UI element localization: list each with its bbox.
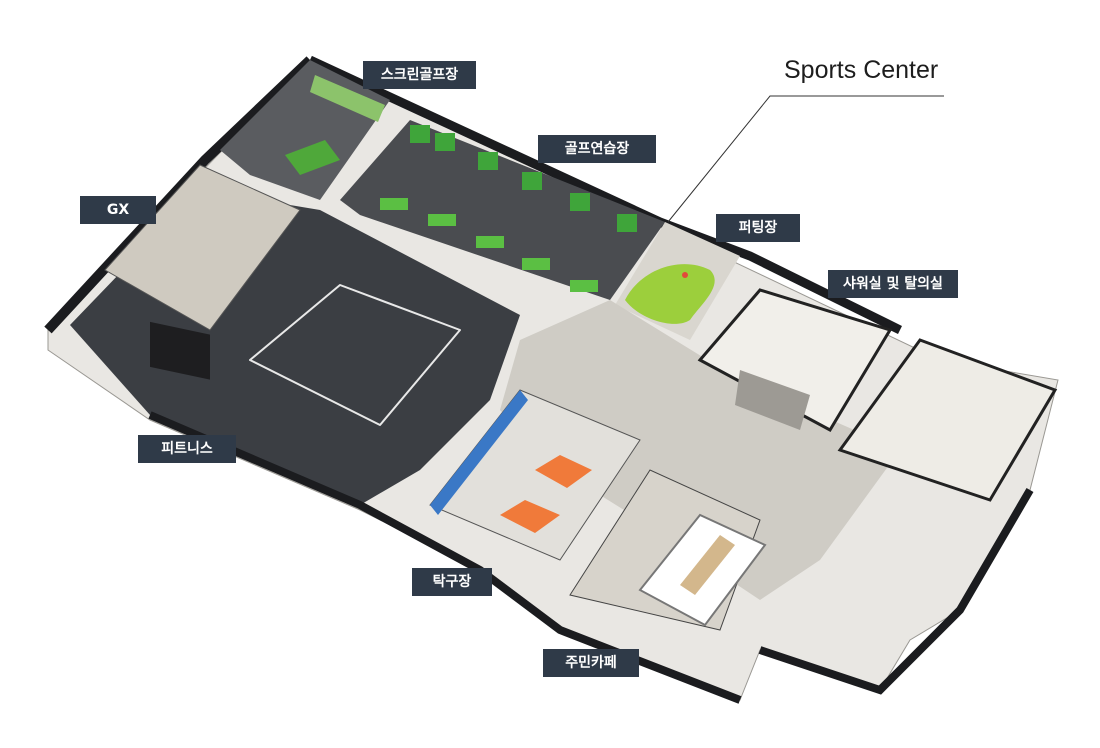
label-putting: 퍼팅장 bbox=[716, 214, 800, 242]
shower-locker-room-2 bbox=[837, 338, 1058, 502]
screen-golf-screen bbox=[310, 75, 385, 122]
table-tennis-table-1 bbox=[535, 455, 592, 488]
putting-green bbox=[625, 264, 715, 324]
label-fitness: 피트니스 bbox=[138, 435, 236, 463]
label-resident-cafe: 주민카페 bbox=[543, 649, 639, 677]
label-screen-golf: 스크린골프장 bbox=[363, 61, 476, 89]
putting-flag bbox=[682, 272, 688, 278]
page-title: Sports Center bbox=[784, 56, 939, 84]
golf-practice-mats bbox=[380, 198, 598, 292]
outer-wall-top bbox=[308, 55, 902, 335]
cafe-table bbox=[680, 535, 735, 595]
table-tennis-mural bbox=[430, 390, 528, 515]
gx-room bbox=[104, 164, 301, 331]
facade-right bbox=[758, 487, 1034, 695]
screen-golf-mat bbox=[285, 140, 340, 175]
label-golf-practice: 골프연습장 bbox=[538, 135, 656, 163]
outer-wall-left bbox=[44, 56, 314, 334]
title-leader-line bbox=[667, 95, 944, 223]
golf-practice-room bbox=[340, 120, 665, 300]
corridor-floor bbox=[500, 300, 900, 600]
lounge-stone-wall bbox=[735, 370, 810, 430]
gx-mirror-wall bbox=[150, 321, 210, 380]
label-table-tennis: 탁구장 bbox=[412, 568, 492, 596]
label-shower-locker: 샤워실 및 탈의실 bbox=[828, 270, 958, 298]
label-gx: GX bbox=[80, 196, 156, 224]
table-tennis-table-2 bbox=[500, 500, 560, 533]
fitness-track bbox=[249, 284, 461, 426]
golf-practice-nets bbox=[410, 125, 637, 232]
